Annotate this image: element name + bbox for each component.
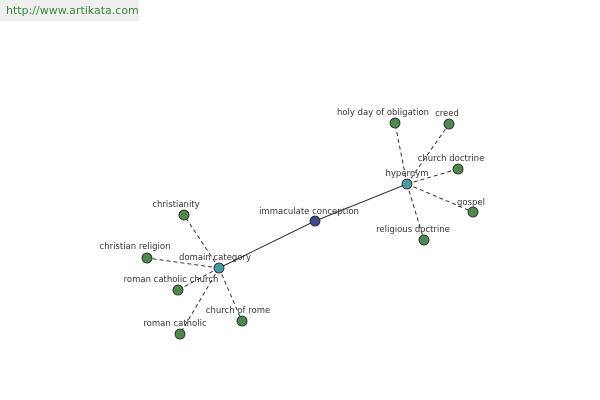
- node-churchdoc[interactable]: [452, 163, 464, 175]
- node-label-chrreligion: christian religion: [100, 242, 171, 252]
- watermark-link[interactable]: http://www.artikata.com: [0, 0, 139, 21]
- node-romancatholic[interactable]: [174, 328, 186, 340]
- node-label-churchrome: church of rome: [206, 306, 270, 316]
- node-domain[interactable]: [213, 262, 225, 274]
- node-chrreligion[interactable]: [141, 252, 153, 264]
- node-rcchurch[interactable]: [172, 284, 184, 296]
- node-holyday[interactable]: [389, 117, 401, 129]
- graph-nodes: [141, 117, 479, 340]
- node-label-immaculate: immaculate conception: [259, 207, 359, 217]
- node-christianity[interactable]: [178, 209, 190, 221]
- edge-hypernym-churchdoc: [406, 168, 459, 185]
- graph-labels: immaculate conception hypernym domain cate…: [100, 108, 485, 329]
- node-reldoc[interactable]: [418, 234, 430, 246]
- node-label-romancatholic: roman catholic: [143, 319, 207, 329]
- edge-hypernym-holyday: [394, 122, 408, 185]
- edge-domain-romancatholic: [179, 267, 220, 335]
- node-immaculate[interactable]: [309, 215, 321, 227]
- edge-domain-chrreligion: [146, 257, 220, 269]
- node-gospel[interactable]: [467, 206, 479, 218]
- edge-hypernym-creed: [406, 123, 450, 185]
- node-churchrome[interactable]: [236, 315, 248, 327]
- node-label-hypernym: hypernym: [385, 169, 428, 179]
- edge-domain-churchrome: [218, 267, 243, 322]
- node-label-holyday: holy day of obligation: [337, 108, 429, 118]
- edge-immaculate-hypernym: [314, 183, 408, 222]
- node-label-reldoc: religious doctrine: [376, 225, 450, 235]
- node-label-gospel: gospel: [457, 198, 485, 208]
- node-label-domain: domain category: [179, 253, 251, 263]
- node-label-christianity: christianity: [152, 200, 199, 210]
- edge-hypernym-reldoc: [406, 183, 425, 241]
- edge-domain-rcchurch: [177, 267, 220, 291]
- graph-edges: [146, 122, 474, 335]
- node-label-rcchurch: roman catholic church: [124, 275, 219, 285]
- edge-immaculate-domain: [218, 220, 316, 269]
- node-label-churchdoc: church doctrine: [418, 154, 485, 164]
- node-label-creed: creed: [435, 109, 459, 119]
- edge-domain-christianity: [183, 214, 220, 269]
- node-hypernym[interactable]: [401, 178, 413, 190]
- edge-hypernym-gospel: [406, 183, 474, 213]
- node-creed[interactable]: [443, 118, 455, 130]
